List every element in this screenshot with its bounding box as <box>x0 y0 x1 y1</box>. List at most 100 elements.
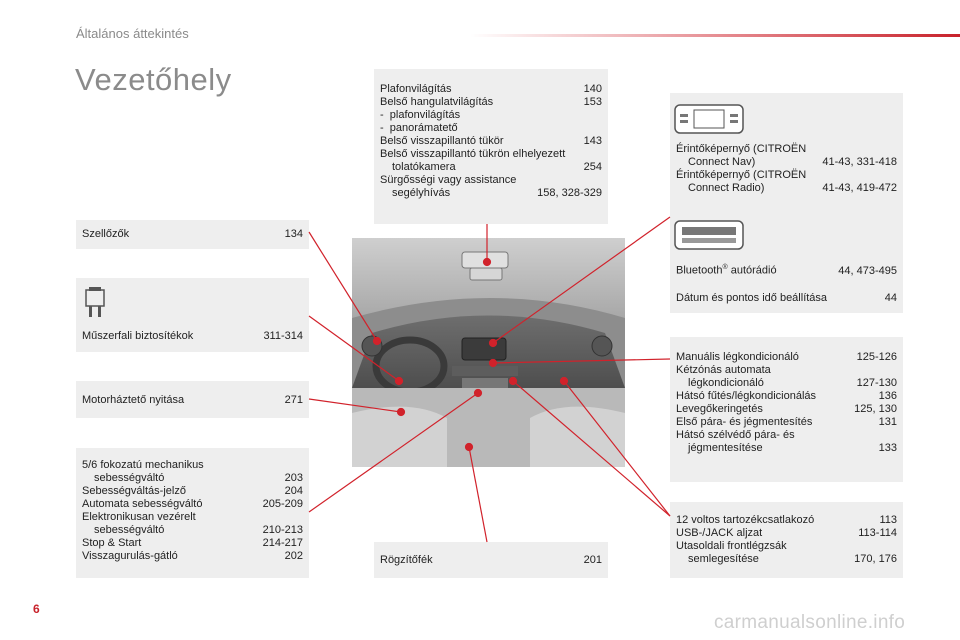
bonnet-label: Motorháztető nyitása <box>82 394 185 406</box>
radio-icon <box>674 220 744 250</box>
touchscreen-entry-page: 41-43, 419-472 <box>822 182 897 194</box>
ceiling-entry-page: 140 <box>583 83 602 95</box>
gearbox-entry-page: 204 <box>284 485 303 497</box>
sockets-entry: Utasoldali frontlégzsák <box>676 540 897 553</box>
ceiling-entry: - plafonvilágítás <box>380 109 602 122</box>
ceiling-entry-label: - plafonvilágítás <box>380 109 461 121</box>
radio-label: Bluetooth <box>676 264 723 277</box>
ceiling-entry-page: 153 <box>583 96 602 108</box>
dashboard-illustration <box>352 238 625 467</box>
touchscreen-entry-label: Érintőképernyő (CITROËN <box>676 169 807 181</box>
ceiling-entry-page: 158, 328-329 <box>537 187 602 199</box>
sockets-entry-label: semlegesítése <box>688 553 759 565</box>
touchscreen-entry: Connect Nav) 41-43, 331-418 <box>676 156 897 169</box>
fuses-box: Műszerfali biztosítékok 311-314 <box>76 278 309 352</box>
touchscreen-entry-label: Connect Nav) <box>688 156 756 168</box>
climate-entry: Hátsó szélvédő pára- és <box>676 429 897 442</box>
gearbox-entry-label: Elektronikusan vezérelt <box>82 511 196 523</box>
datetime-page: 44 <box>884 292 897 304</box>
ceiling-entry-label: Belső hangulatvilágítás <box>380 96 494 108</box>
climate-entry-label: légkondicionáló <box>688 377 764 389</box>
ceiling-entry-page: 254 <box>583 161 602 173</box>
climate-entry: Első pára- és jégmentesítés 131 <box>676 416 897 429</box>
climate-entry-label: Kétzónás automata <box>676 364 771 376</box>
ceiling-entry: Belső visszapillantó tükrön elhelyezett <box>380 148 602 161</box>
touchscreen-entry-label: Érintőképernyő (CITROËN <box>676 143 807 155</box>
radio-page: 44, 473-495 <box>838 264 897 277</box>
touchscreen-entry: Érintőképernyő (CITROËN <box>676 169 897 182</box>
climate-entry-page: 127-130 <box>856 377 897 389</box>
climate-entry: Levegőkeringetés 125, 130 <box>676 403 897 416</box>
gearbox-entry: Visszagurulás-gátló 202 <box>82 550 303 563</box>
ceiling-entry-label: Belső visszapillantó tükör <box>380 135 504 147</box>
sockets-entry: semlegesítése 170, 176 <box>676 553 897 566</box>
gearbox-entry-page: 205-209 <box>262 498 303 510</box>
gearbox-entry-label: Stop & Start <box>82 537 142 549</box>
datetime-label: Dátum és pontos idő beállítása <box>676 292 828 304</box>
climate-entry-page: 125, 130 <box>854 403 897 415</box>
gearbox-entry-label: Visszagurulás-gátló <box>82 550 178 562</box>
ceiling-entry-label: Plafonvilágítás <box>380 83 452 95</box>
gearbox-entry-page: 202 <box>284 550 303 562</box>
touchscreen-entry: Érintőképernyő (CITROËN <box>676 143 897 156</box>
sockets-entry-page: 170, 176 <box>854 553 897 565</box>
header-rule <box>470 34 960 37</box>
gearbox-entry-page: 203 <box>284 472 303 484</box>
dashboard-photo <box>352 238 625 467</box>
climate-entry-page: 133 <box>878 442 897 454</box>
gearbox-entry-label: 5/6 fokozatú mechanikus <box>82 459 204 471</box>
gearbox-entry-label: sebességváltó <box>94 472 165 484</box>
climate-entry-label: Levegőkeringetés <box>676 403 763 415</box>
sockets-entry-page: 113 <box>879 514 897 526</box>
gearbox-entry-label: Sebességváltás-jelző <box>82 485 186 497</box>
ceiling-entry: segélyhívás 158, 328-329 <box>380 187 602 200</box>
ceiling-entry-label: Belső visszapillantó tükrön elhelyezett <box>380 148 566 160</box>
climate-entry-page: 125-126 <box>856 351 897 363</box>
watermark: carmanualsonline.info <box>714 612 906 633</box>
gearbox-entry: Sebességváltás-jelző 204 <box>82 485 303 498</box>
parking-brake-label: Rögzítőfék <box>380 554 433 566</box>
gearbox-entry-page: 210-213 <box>262 524 303 536</box>
fuses-page: 311-314 <box>263 330 303 342</box>
fuses-label: Műszerfali biztosítékok <box>82 330 194 342</box>
gearbox-entry-page: 214-217 <box>262 537 303 549</box>
gearbox-entry-label: sebességváltó <box>94 524 165 536</box>
touchscreen-entry: Connect Radio) 41-43, 419-472 <box>676 182 897 195</box>
climate-entry-page: 131 <box>878 416 897 428</box>
ceiling-entry-label: segélyhívás <box>392 187 451 199</box>
vents-page: 134 <box>284 228 303 240</box>
climate-entry-label: Hátsó fűtés/légkondicionálás <box>676 390 817 402</box>
registered-mark: ® <box>722 264 728 271</box>
gearbox-entry: Stop & Start 214-217 <box>82 537 303 550</box>
climate-entry-label: Hátsó szélvédő pára- és <box>676 429 795 441</box>
vents-box: Szellőzők 134 <box>76 220 309 249</box>
ceiling-entry-label: - panorámatető <box>380 122 458 134</box>
vents-label: Szellőzők <box>82 228 130 240</box>
sockets-entry-label: Utasoldali frontlégzsák <box>676 540 787 552</box>
page-number: 6 <box>33 602 40 616</box>
climate-entry: Kétzónás automata <box>676 364 897 377</box>
radio-label-suffix: autórádió <box>727 264 777 277</box>
touchscreen-entry-label: Connect Radio) <box>688 182 765 194</box>
page-title: Vezetőhely <box>75 62 232 97</box>
gearbox-entry: sebességváltó 203 <box>82 472 303 485</box>
climate-entry-label: Első pára- és jégmentesítés <box>676 416 813 428</box>
section-header: Általános áttekintés <box>76 26 189 41</box>
touchscreen-entry-page: 41-43, 331-418 <box>822 156 897 168</box>
fuse-icon <box>85 287 105 317</box>
climate-entry: légkondicionáló 127-130 <box>676 377 897 390</box>
sockets-entry-label: USB-/JACK aljzat <box>676 527 763 539</box>
